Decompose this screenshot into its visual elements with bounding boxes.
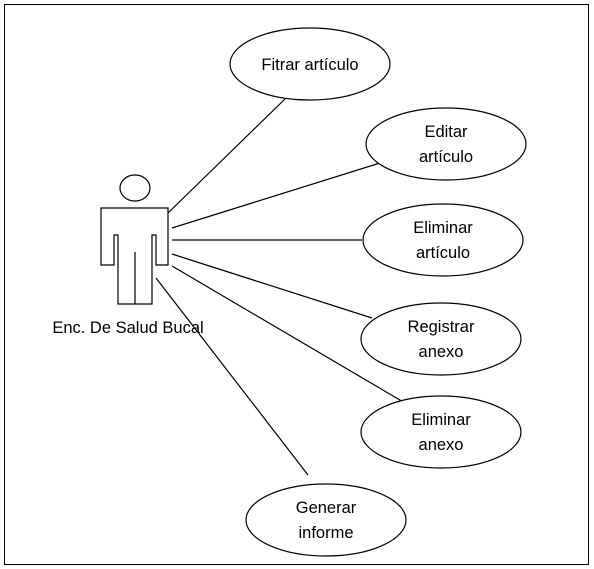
association-generar-informe <box>155 277 309 476</box>
use-case-label: Fitrar artículo <box>261 56 358 74</box>
use-case-label-line-2: artículo <box>416 244 470 262</box>
use-case-editar-articulo[interactable]: Editar artículo <box>365 107 527 181</box>
use-case-registrar-anexo[interactable]: Registrar anexo <box>360 302 522 376</box>
use-case-label-line-1: Generar <box>296 499 357 517</box>
use-case-ellipse <box>229 27 391 101</box>
use-case-filtrar-articulo[interactable]: Fitrar artículo <box>229 27 391 101</box>
use-case-eliminar-anexo[interactable]: Eliminar anexo <box>360 395 522 469</box>
use-case-ellipse <box>365 107 527 181</box>
use-case-label-line-1: Registrar <box>408 318 475 336</box>
actor-head <box>119 174 151 202</box>
use-case-label-line-1: Editar <box>424 123 468 141</box>
use-case-ellipse <box>360 395 522 469</box>
association-filtrar-articulo <box>167 97 287 214</box>
use-case-label-line-1: Eliminar <box>413 219 473 237</box>
use-case-label-line-2: anexo <box>419 436 464 454</box>
association-registrar-anexo <box>171 253 373 319</box>
association-eliminar-anexo <box>171 265 406 404</box>
use-case-label-line-2: informe <box>298 524 353 542</box>
use-case-generar-informe[interactable]: Generar informe <box>245 483 407 557</box>
use-case-label-line-2: artículo <box>419 148 473 166</box>
actor-figure[interactable] <box>100 174 169 305</box>
use-case-ellipse <box>362 203 524 277</box>
use-case-ellipse <box>360 302 522 376</box>
use-case-label-line-1: Eliminar <box>411 411 471 429</box>
association-editar-articulo <box>171 162 381 229</box>
use-case-eliminar-articulo[interactable]: Eliminar artículo <box>362 203 524 277</box>
actor-label: Enc. De Salud Bucal <box>52 319 203 337</box>
associations <box>155 97 406 476</box>
use-case-label-line-2: anexo <box>419 343 464 361</box>
use-case-ellipse <box>245 483 407 557</box>
